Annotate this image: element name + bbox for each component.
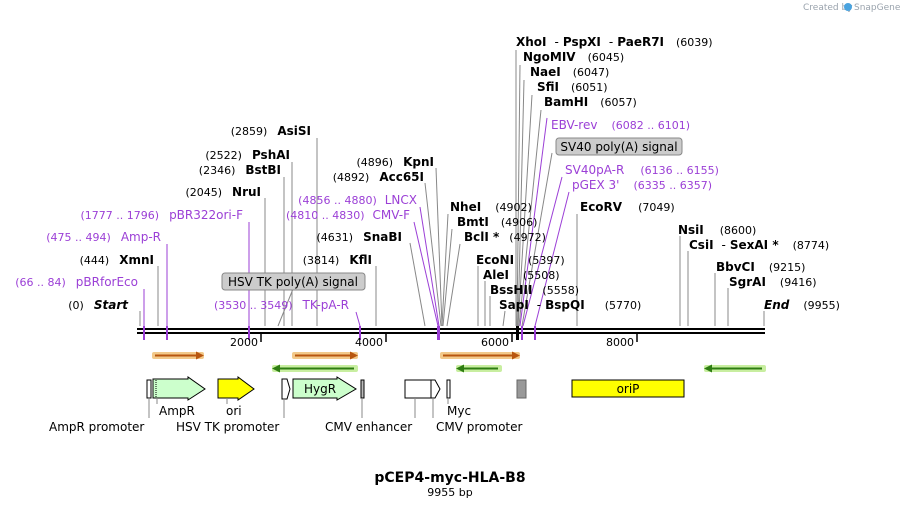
site-bamhi: BamHI(6057): [544, 95, 637, 109]
map-title: pCEP4-myc-HLA-B8: [374, 470, 525, 486]
hsv-tk-promoter-box: [281, 378, 291, 400]
site-bsshii: BssHII(5558): [490, 283, 579, 297]
site-sfii: SfiI(6051): [537, 80, 608, 94]
backbone-bottom-strand: [137, 332, 765, 334]
primer-cmv-f: (4810 .. 4830)CMV-F: [286, 208, 410, 222]
hsv-tk-polya-label-box: [221, 272, 366, 291]
credit-brand: SnapGene: [854, 3, 901, 13]
end-marker: End(9955): [764, 298, 840, 312]
site-pshai: (2522)PshAI: [205, 148, 290, 162]
site-nrui: (2045)NruI: [185, 185, 261, 199]
start-marker: (0)Start: [68, 298, 129, 312]
site-ecorv: EcoRV(7049): [580, 200, 675, 214]
site-bmti: BmtI(4906): [457, 215, 537, 229]
orf-arrow-2: [350, 351, 358, 360]
myc-box: [446, 379, 451, 399]
site-acc65i: (4892)Acc65I: [333, 170, 424, 184]
ori-feature: [217, 376, 255, 401]
hygr-label: HygR: [304, 382, 336, 396]
ampr-label: AmpR: [159, 404, 195, 418]
backbone-markers: [143, 326, 536, 340]
cmv-enhancer-label: CMV enhancer: [325, 420, 412, 434]
site-csii: CsiI-SexAI *(8774): [689, 238, 829, 252]
tick-8000: 8000: [606, 336, 634, 349]
cmv-enhancer-box: [404, 379, 432, 399]
site-nsii: NsiI(8600): [678, 223, 756, 237]
feature-row: [146, 376, 685, 401]
orf-arrow-6: [704, 364, 712, 373]
ori-label: ori: [226, 404, 242, 418]
site-connectors: [139, 50, 765, 327]
map-length: 9955 bp: [427, 486, 472, 499]
ampr-promoter-label: AmpR promoter: [49, 420, 144, 434]
site-bbvci: BbvCI(9215): [716, 260, 805, 274]
hsv-tk-promoter-label: HSV TK promoter: [176, 420, 279, 434]
orf-arrow-3: [512, 351, 520, 360]
primer-lncx: (4856 .. 4880)LNCX: [298, 193, 417, 207]
sv40-polya-label-box: [555, 137, 683, 156]
site-xmni: (444)XmnI: [80, 253, 154, 267]
site-sgrai: SgrAI(9416): [729, 275, 816, 289]
site-ngomiv: NgoMIV(6045): [523, 50, 624, 64]
orf-arrow-5: [456, 364, 464, 373]
ampr-feature: [152, 376, 206, 401]
cmv-promoter-label: CMV promoter: [436, 420, 523, 434]
credit-prefix: Created by: [803, 3, 853, 13]
site-nhei: NheI(4902): [450, 200, 532, 214]
site-xhoi: XhoI-PspXI-PaeR7I(6039): [516, 35, 713, 49]
myc-label: Myc: [447, 404, 471, 418]
primer-pbr322ori-f: (1777 .. 1796)pBR322ori-F: [81, 208, 244, 222]
orip-label: oriP: [617, 382, 640, 396]
primer-tk-pa-r: (3530 .. 3549)TK-pA-R: [214, 298, 349, 312]
primer-amp-r: (475 .. 494)Amp-R: [46, 230, 161, 244]
tick-2000: 2000: [230, 336, 258, 349]
site-kfli: (3814)KflI: [303, 253, 372, 267]
site-asisi: (2859)AsiSI: [231, 124, 311, 138]
hsv-tk-polya-box: [360, 379, 365, 399]
tick-6000: 6000: [481, 336, 509, 349]
site-bcli: BclI *(4972): [464, 230, 546, 244]
sv40-polya-label: SV40 poly(A) signal: [560, 140, 677, 154]
sv40-polya-box: [516, 379, 527, 399]
primer-ebv-rev: EBV-rev(6082 .. 6101): [551, 118, 690, 132]
hygr-feature: [292, 376, 357, 401]
primer-pbrforeco: (66 .. 84)pBRforEco: [15, 275, 138, 289]
primer-sv40pa-r: SV40pA-R(6136 .. 6155): [565, 163, 719, 177]
site-bstbi: (2346)BstBI: [199, 163, 281, 177]
primer-connectors: [143, 117, 570, 327]
site-econi: EcoNI(5397): [476, 253, 565, 267]
tick-4000: 4000: [355, 336, 383, 349]
feature-connectors: [148, 398, 449, 418]
site-alei: AleI(5508): [483, 268, 560, 282]
primer-pgex3: pGEX 3'(6335 .. 6357): [572, 178, 712, 192]
orip-feature: [571, 379, 685, 398]
site-kpni: (4896)KpnI: [357, 155, 434, 169]
ampr-promoter-box: [146, 379, 152, 399]
backbone-top-strand: [137, 328, 765, 330]
hsv-tk-polya-label: HSV TK poly(A) signal: [228, 275, 358, 289]
site-snabi: (4631)SnaBI: [317, 230, 402, 244]
site-naei: NaeI(6047): [530, 65, 609, 79]
snapgene-logo-icon: [844, 3, 852, 11]
site-sapi: SapI-BspQI(5770): [499, 298, 641, 312]
orf-arrow-1: [196, 351, 204, 360]
ruler-ticks: [260, 334, 638, 342]
orf-arrow-4: [272, 364, 280, 373]
cmv-promoter-box: [430, 379, 441, 399]
orf-row: [152, 351, 766, 373]
